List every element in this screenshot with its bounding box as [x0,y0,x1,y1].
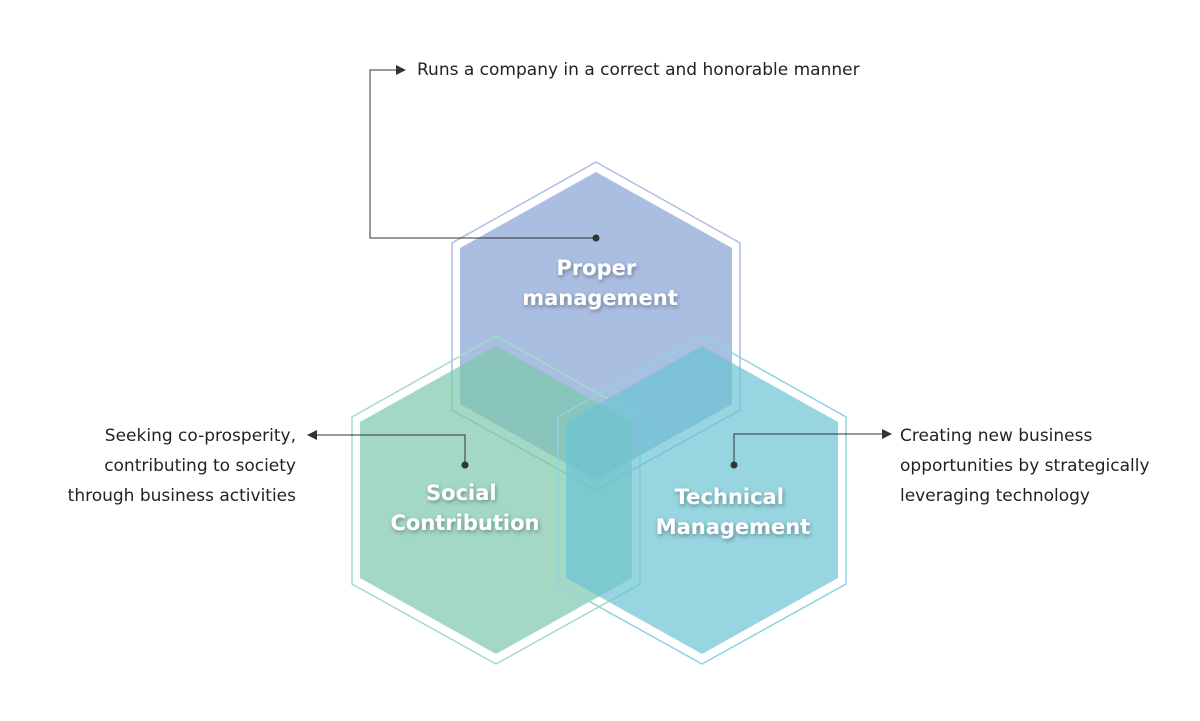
hexagon-label-social: Social Contribution [391,481,540,535]
connector-proper-arrow [369,65,596,239]
hexagon-label-proper: Proper management [522,256,678,310]
hexagon-label-technical: Technical Management [656,485,811,539]
description-technical-line-2: opportunities by strategically [900,456,1150,476]
connector-proper [369,65,600,242]
description-social-contribution: Seeking co-prosperity, contributing to s… [40,421,296,511]
hexagon-label-technical-line-1: Technical [675,485,784,509]
hexagon-technical-fill [566,346,838,654]
hexagon-label-social-line-1: Social [426,481,497,505]
description-proper-line-1: Runs a company in a correct and honorabl… [417,60,860,80]
hexagon-label-technical-line-2: Management [656,515,811,539]
description-proper-management: Runs a company in a correct and honorabl… [417,55,977,85]
hexagon-label-proper-line-2: management [522,286,678,310]
description-social-line-1: Seeking co-prosperity, [104,426,296,446]
description-technical-management: Creating new business opportunities by s… [900,421,1190,511]
description-social-line-3: through business activities [67,486,296,506]
connector-social [307,430,469,469]
description-technical-line-1: Creating new business [900,426,1093,446]
hexagon-technical-outline [557,335,847,665]
connector-technical [730,429,892,469]
hexagon-social-fill [360,346,632,654]
hexagon-technical-management [557,335,847,665]
hexagon-label-social-line-2: Contribution [391,511,540,535]
connector-technical-arrow [733,429,892,465]
description-social-line-2: contributing to society [104,456,296,476]
description-technical-line-3: leveraging technology [900,486,1090,506]
connector-social-arrow [307,430,466,465]
hexagon-label-proper-line-1: Proper [556,256,636,280]
